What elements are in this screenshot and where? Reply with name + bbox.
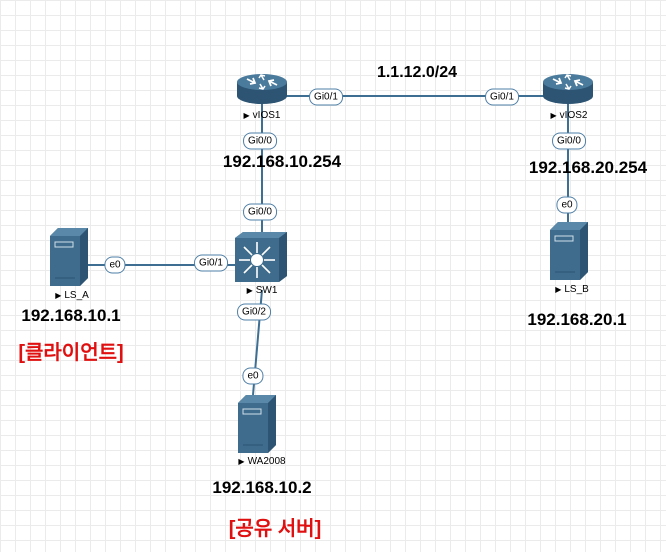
device-name-ls-b: LS_B [564, 284, 589, 295]
iface-vios1-gi00[interactable]: Gi0/0 [243, 132, 277, 150]
device-label-vios2: ▶vIOS2 [551, 110, 588, 121]
device-name-sw1: SW1 [255, 285, 278, 296]
server-icon-wa2008[interactable] [238, 395, 276, 453]
device-name-vios2: vIOS2 [559, 110, 588, 121]
role-label-ls-a: [클라이언트] [18, 342, 124, 364]
play-triangle-icon: ▶ [555, 285, 562, 294]
device-label-ls-a: ▶LS_A [55, 290, 89, 301]
ip-vios1: 192.168.10.254 [222, 152, 342, 171]
iface-sw1-gi02[interactable]: Gi0/2 [237, 303, 271, 321]
device-label-sw1: ▶SW1 [247, 285, 278, 296]
play-triangle-icon: ▶ [243, 111, 250, 120]
iface-ls-a-e0[interactable]: e0 [104, 256, 126, 274]
router-icon-vios2[interactable] [543, 74, 593, 104]
ip-vios2: 192.168.20.254 [528, 158, 648, 177]
device-name-wa2008: WA2008 [247, 456, 286, 467]
iface-vios2-gi01[interactable]: Gi0/1 [485, 88, 519, 106]
role-label-wa2008: [공유 서버] [228, 518, 322, 540]
ip-ls-b: 192.168.20.1 [527, 310, 627, 329]
play-triangle-icon: ▶ [238, 457, 245, 466]
device-label-vios1: ▶vIOS1 [244, 110, 281, 121]
play-triangle-icon: ▶ [55, 291, 62, 300]
ip-ls-a: 192.168.10.1 [21, 306, 121, 325]
server-icon-ls-a[interactable] [50, 228, 88, 286]
router-icon-vios1[interactable] [237, 74, 287, 104]
iface-vios1-gi01[interactable]: Gi0/1 [309, 88, 343, 106]
play-triangle-icon: ▶ [246, 286, 253, 295]
ip-wa2008: 192.168.10.2 [212, 478, 312, 497]
device-name-ls-a: LS_A [64, 290, 89, 301]
iface-vios2-gi00[interactable]: Gi0/0 [552, 132, 586, 150]
server-icon-ls-b[interactable] [550, 222, 588, 280]
play-triangle-icon: ▶ [550, 111, 557, 120]
subnet-label: 1.1.12.0/24 [376, 64, 458, 81]
iface-ls-b-e0[interactable]: e0 [556, 196, 578, 214]
device-name-vios1: vIOS1 [252, 110, 281, 121]
device-label-wa2008: ▶WA2008 [238, 456, 285, 467]
device-label-ls-b: ▶LS_B [555, 284, 589, 295]
iface-sw1-gi00[interactable]: Gi0/0 [243, 203, 277, 221]
switch-icon-sw1[interactable] [235, 232, 287, 282]
iface-sw1-gi01[interactable]: Gi0/1 [194, 254, 228, 272]
iface-wa2008-e0[interactable]: e0 [242, 367, 264, 385]
